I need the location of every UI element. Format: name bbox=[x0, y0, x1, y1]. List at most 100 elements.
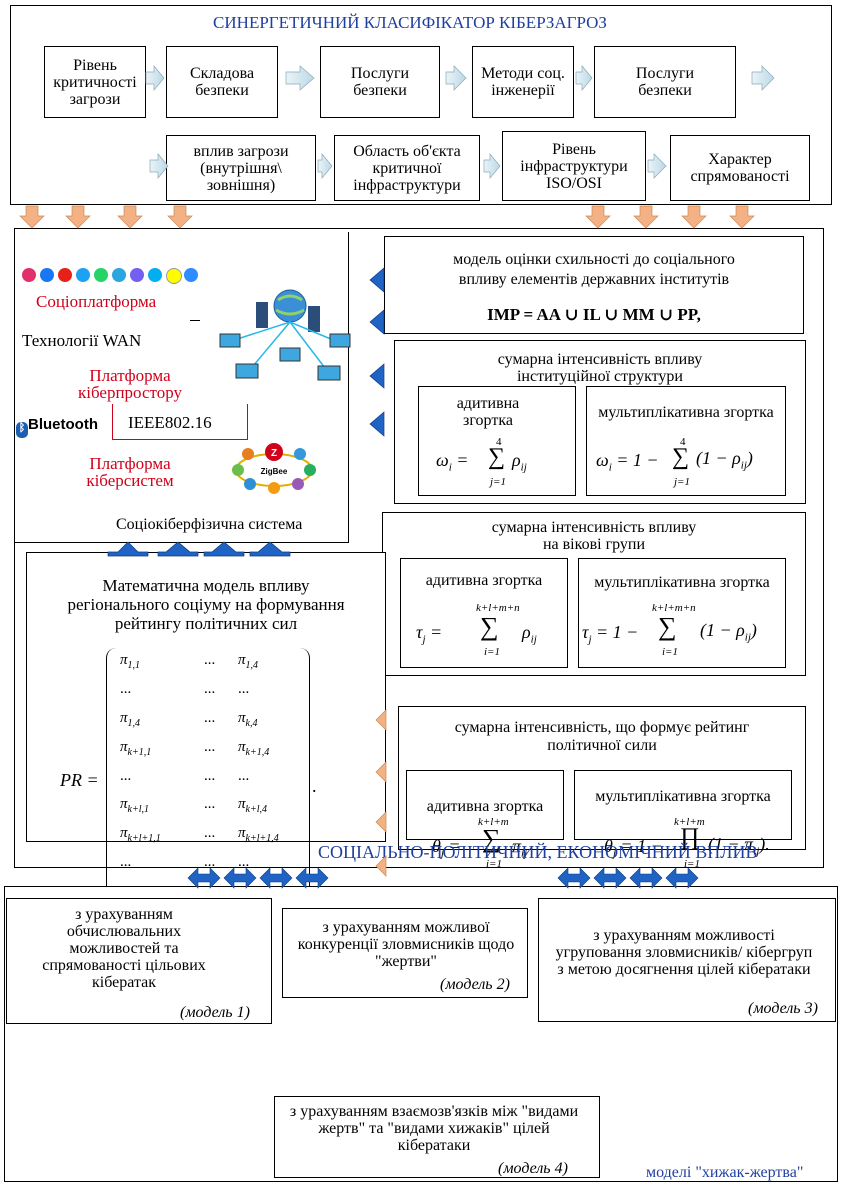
math-model-box bbox=[26, 552, 386, 842]
matrix-cell: ... bbox=[120, 854, 132, 871]
youtube-icon bbox=[58, 268, 72, 282]
row1-box-5: Послуги безпеки bbox=[594, 46, 736, 118]
ieee-label: IEEE802.16 bbox=[128, 413, 212, 432]
row1-box-1: Рівень критичності загрози bbox=[44, 46, 146, 118]
viber-icon bbox=[130, 268, 144, 282]
row1-box-2: Складова безпеки bbox=[166, 46, 278, 118]
model-3-text: з урахуванням можливості угруповання зло… bbox=[555, 926, 813, 978]
math-model-title3: рейтингу політичних сил bbox=[114, 613, 298, 633]
matrix-cell: πk+l+1,4 bbox=[238, 825, 279, 845]
model-1-text: з урахуванням обчислювальних можливостей… bbox=[42, 905, 206, 991]
theta-symbol-2: θ bbox=[604, 836, 613, 856]
age-sum-lower: i=1 bbox=[484, 646, 500, 658]
model-4-text: з урахуванням взаємозв'язків між "видами… bbox=[289, 1102, 579, 1154]
theta-subscript-2: j bbox=[612, 847, 616, 860]
matrix-cell: π1,1 bbox=[120, 652, 141, 671]
model-3-label: (модель 3) bbox=[748, 1000, 818, 1017]
institutional-title2: інституційної структури bbox=[516, 367, 683, 385]
pr-lhs: PR = bbox=[60, 770, 99, 790]
tau-subscript-2: j bbox=[588, 633, 592, 646]
age-multiplicative-box bbox=[578, 558, 786, 668]
model-2-text: з урахуванням можливої конкуренції зловм… bbox=[297, 918, 515, 970]
matrix-cell: ... bbox=[204, 738, 216, 755]
matrix-cell: ... bbox=[204, 854, 216, 871]
theta-symbol: θ bbox=[432, 836, 441, 856]
platform-panel bbox=[18, 232, 348, 542]
rating-prod-sign: ∏ bbox=[680, 824, 700, 850]
zigbee-illustration: Z ZigBee bbox=[228, 440, 320, 496]
imp-line1: модель оцінки схильності до соціального bbox=[453, 250, 735, 268]
imp-line2: впливу елементів державних інститутів bbox=[458, 270, 730, 288]
omega-symbol-2: ω bbox=[596, 450, 609, 470]
zoom-icon bbox=[184, 268, 198, 282]
matrix-cell: ... bbox=[238, 767, 250, 784]
matrix-left-paren bbox=[106, 648, 118, 916]
institutional-title1: сумарна інтенсивність впливу bbox=[497, 350, 703, 368]
sum-sign: ∑ bbox=[488, 444, 506, 470]
matrix-cell: πk+l,4 bbox=[238, 796, 267, 816]
math-model-title2: регіонального соціуму на формування bbox=[67, 594, 345, 614]
institutional-additive-formula: ωi = 4 ∑ j=1 ρij bbox=[436, 436, 527, 488]
matrix-cell: πk+1,1 bbox=[120, 738, 152, 758]
sum-upper-2: 4 bbox=[680, 436, 686, 448]
rating-title1: сумарна інтенсивність, що формує рейтинг bbox=[454, 718, 750, 736]
omega-subscript: i bbox=[448, 461, 452, 474]
wan-label: Технології WAN bbox=[22, 331, 142, 350]
sum-lower: j=1 bbox=[490, 476, 506, 488]
matrix-cell: π1,4 bbox=[120, 709, 141, 729]
rating-prod-upper: k+l+m bbox=[674, 816, 705, 828]
row2-box-2: Область об'єкта критичної інфраструктури bbox=[334, 135, 480, 201]
age-sum-sign-2: ∑ bbox=[658, 612, 677, 641]
rating-additive-box bbox=[406, 770, 564, 840]
omega-symbol: ω bbox=[436, 450, 449, 470]
rating-prod-lower: i=1 bbox=[684, 858, 700, 870]
rho-subscript: ij bbox=[520, 461, 527, 474]
tau-symbol: τ bbox=[416, 622, 423, 642]
matrix-cell: ... bbox=[204, 652, 216, 668]
row1-box-3: Послуги безпеки bbox=[320, 46, 440, 118]
cyberspace-label: Платформа кіберпростору bbox=[77, 366, 182, 402]
rho-symbol-2: ρ bbox=[732, 448, 741, 468]
ieee-bracket bbox=[112, 404, 248, 440]
matrix-cell: ... bbox=[204, 709, 216, 726]
tau-subscript: j bbox=[422, 633, 426, 646]
matrix-cell: ... bbox=[204, 767, 216, 784]
model-4-box bbox=[274, 1096, 600, 1178]
rating-sum-sign: ∑ bbox=[482, 824, 501, 853]
row2-box-3: Рівень інфраструктури ISO/OSI bbox=[502, 131, 646, 201]
age-sum-sign: ∑ bbox=[480, 612, 499, 641]
rho-symbol: ρ bbox=[512, 450, 521, 470]
influence-label: СОЦІАЛЬНО-ПОЛІТИЧНИЙ, ЕКОНОМІЧНИЙ ВПЛИВ bbox=[318, 842, 758, 862]
age-sum-upper-2: k+l+m+n bbox=[652, 602, 696, 614]
rating-additive-label: адитивна згортка bbox=[426, 797, 544, 815]
age-title2: на вікові групи bbox=[542, 535, 646, 553]
sum-sign-2: ∑ bbox=[672, 444, 690, 470]
sum-lower-2: j=1 bbox=[674, 476, 690, 488]
matrix-cell: ... bbox=[238, 680, 250, 697]
matrix-cell: π1,4 bbox=[238, 652, 259, 671]
matrix-cell: ... bbox=[204, 796, 216, 813]
model-4-label: (модель 4) bbox=[498, 1160, 568, 1177]
sum-upper: 4 bbox=[496, 436, 502, 448]
bluetooth-icon: ᛒ bbox=[16, 422, 28, 438]
age-title1: сумарна інтенсивність впливу bbox=[491, 518, 697, 536]
age-sum-lower-2: i=1 bbox=[662, 646, 678, 658]
rating-additive-formula: θj = k+l+m ∑ i=1 πij bbox=[432, 816, 528, 870]
rating-title2: політичної сили bbox=[547, 736, 657, 754]
row2-box-1: вплив загрози (внутрішня\ зовнішня) bbox=[166, 135, 316, 201]
matrix-cell: ... bbox=[120, 767, 132, 784]
imp-formula: IMP = AA ∪ IL ∪ MM ∪ PP, bbox=[487, 305, 701, 324]
institutional-multiplicative-formula: ωi = 1 − 4 ∑ j=1 (1 − ρij) bbox=[596, 436, 753, 488]
matrix-cell: ... bbox=[204, 825, 216, 842]
sociocyberphysical-label: Соціокіберфізична система bbox=[116, 516, 303, 533]
instagram-icon bbox=[22, 268, 36, 282]
row2-box-4: Характер спрямованості bbox=[670, 135, 810, 201]
model-1-label: (модель 1) bbox=[180, 1004, 250, 1021]
institutional-additive-label: адитивна згортка bbox=[456, 395, 520, 429]
snapchat-icon bbox=[166, 268, 182, 284]
model-3-box bbox=[538, 898, 836, 1022]
matrix-cell: πk,4 bbox=[238, 709, 258, 729]
matrix-cell: ... bbox=[120, 680, 132, 697]
rating-sum-upper: k+l+m bbox=[478, 816, 509, 828]
